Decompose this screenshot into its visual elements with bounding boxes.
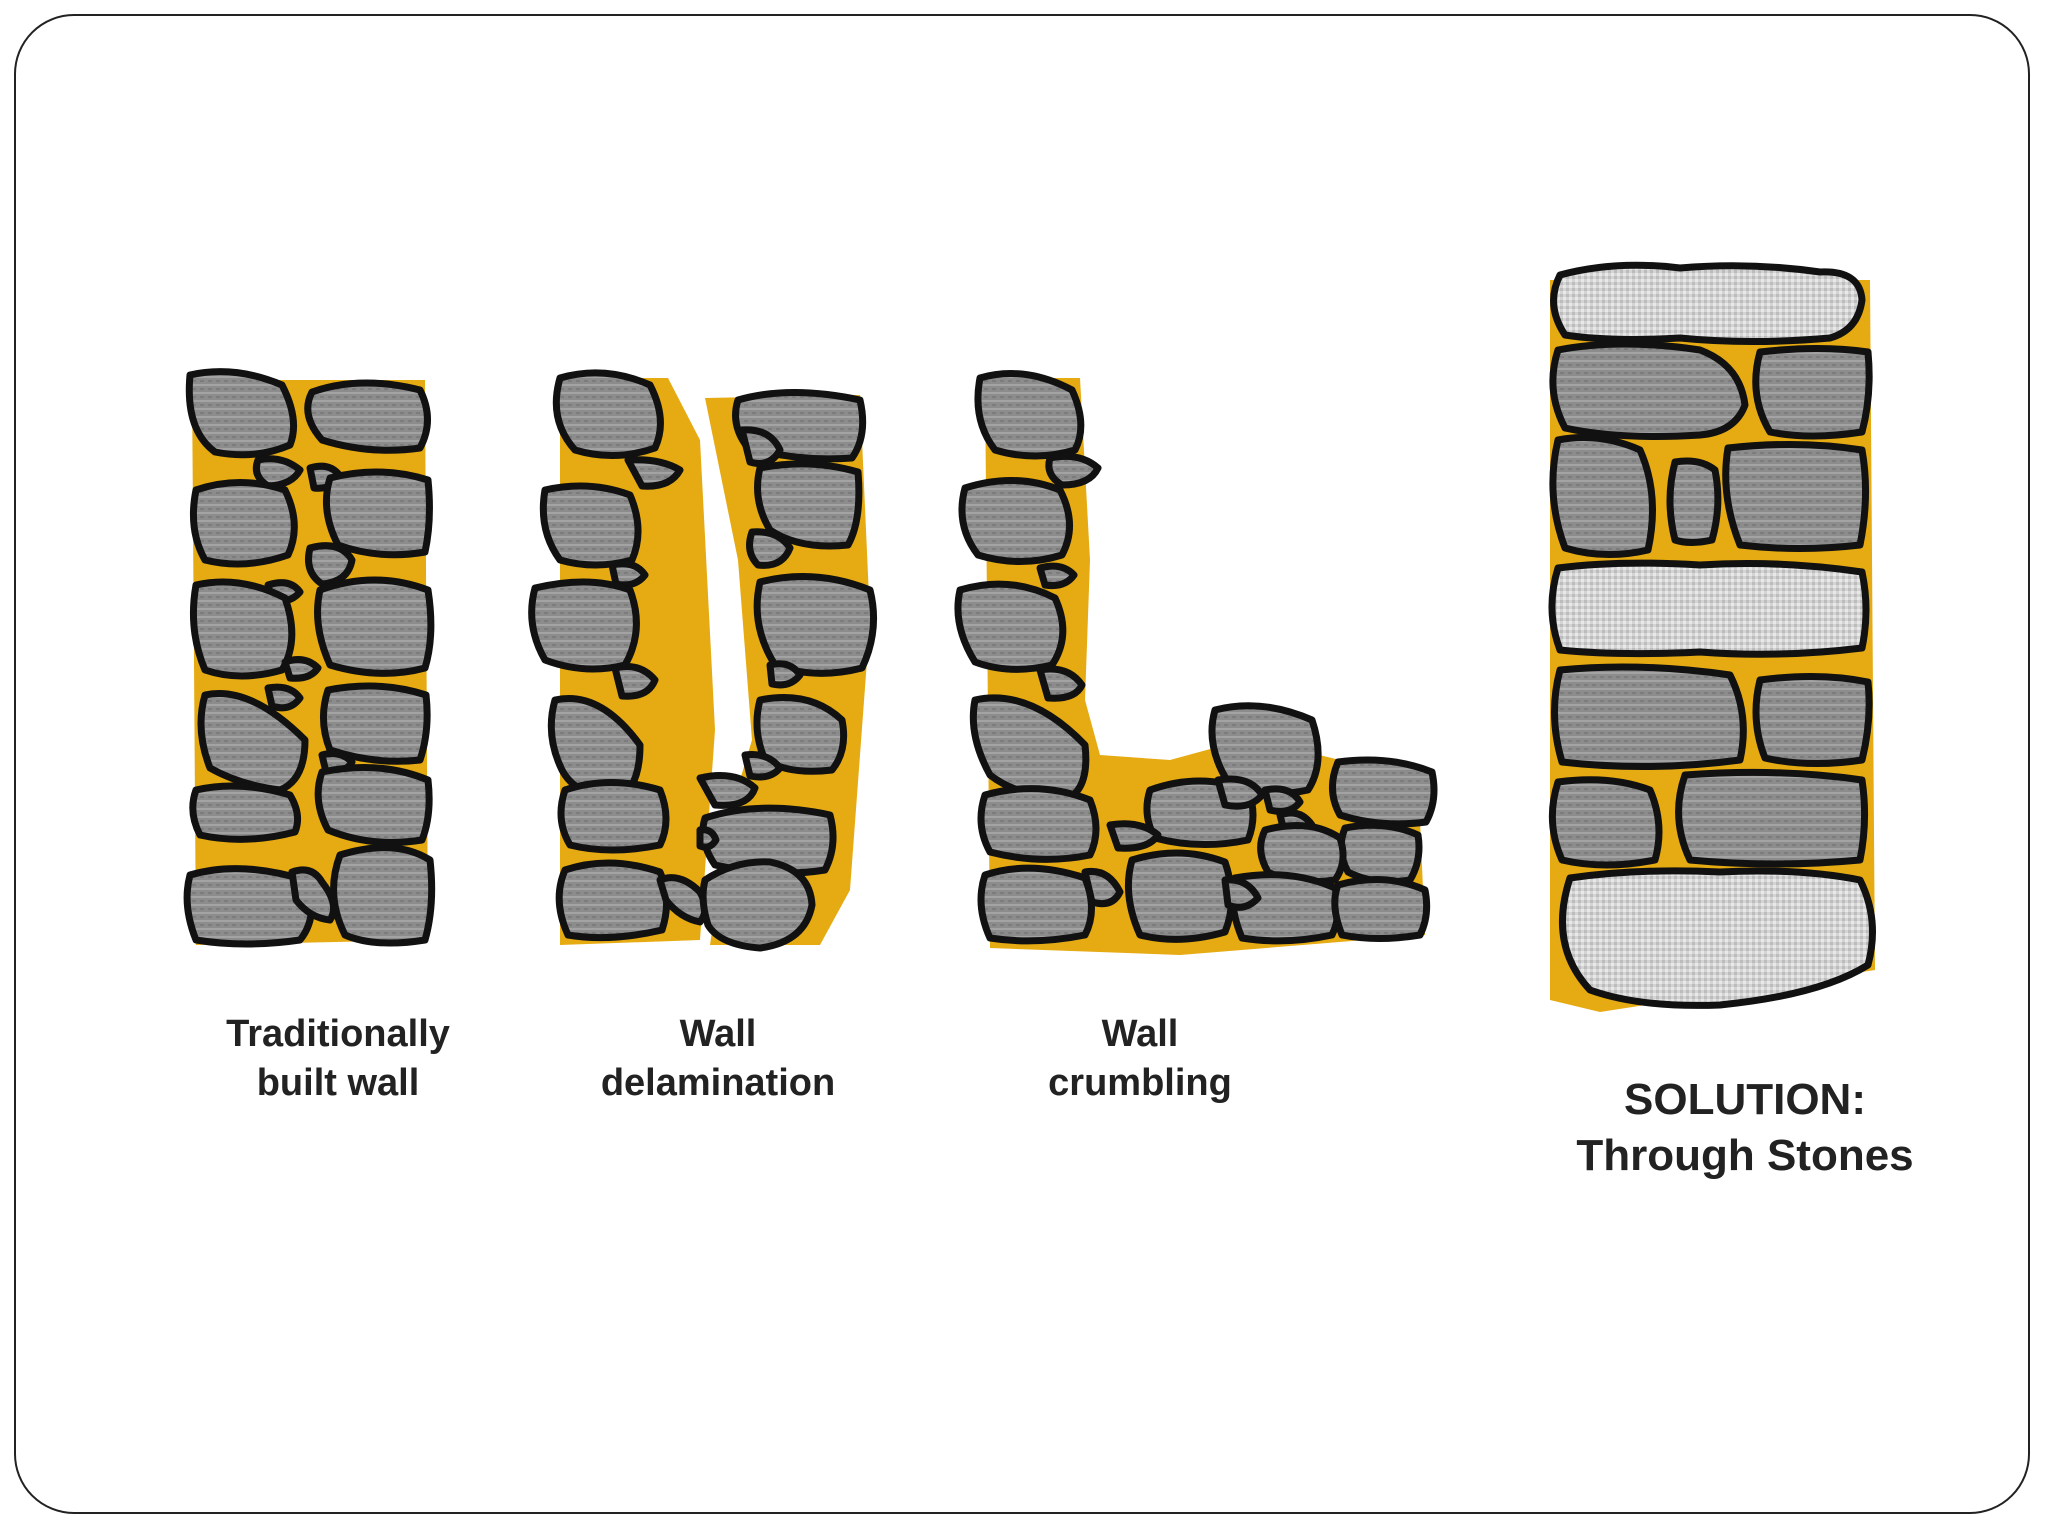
caption-solution-line2: Through Stones [1576, 1131, 1914, 1181]
through-stones [1548, 261, 1876, 1009]
wall-delamination [528, 369, 878, 952]
caption-crumbling-line2: crumbling [1048, 1061, 1232, 1104]
caption-delamination: Wall delamination [578, 1010, 858, 1107]
caption-delamination-line2: delamination [600, 1061, 836, 1104]
through-stone-bottom [1558, 867, 1876, 1009]
caption-traditional-line2: built wall [256, 1061, 420, 1104]
stones-delamination [528, 369, 878, 952]
caption-crumbling: Wall crumbling [1000, 1010, 1280, 1107]
wall-traditional [183, 368, 436, 948]
stones-crumbling [954, 370, 1438, 945]
caption-solution-line1: SOLUTION: [1624, 1075, 1866, 1124]
stones-solution [1548, 340, 1873, 869]
stones-traditional [183, 368, 436, 948]
caption-crumbling-line1: Wall [1101, 1013, 1179, 1055]
through-stone-middle [1548, 559, 1870, 658]
caption-traditional: Traditionally built wall [198, 1010, 478, 1107]
caption-delamination-line1: Wall [679, 1013, 757, 1055]
wall-crumbling [954, 370, 1438, 955]
caption-traditional-line1: Traditionally [226, 1013, 450, 1055]
caption-solution: SOLUTION: Through Stones [1520, 1072, 1970, 1185]
wall-solution [1548, 261, 1876, 1012]
through-stone-top [1550, 261, 1866, 345]
